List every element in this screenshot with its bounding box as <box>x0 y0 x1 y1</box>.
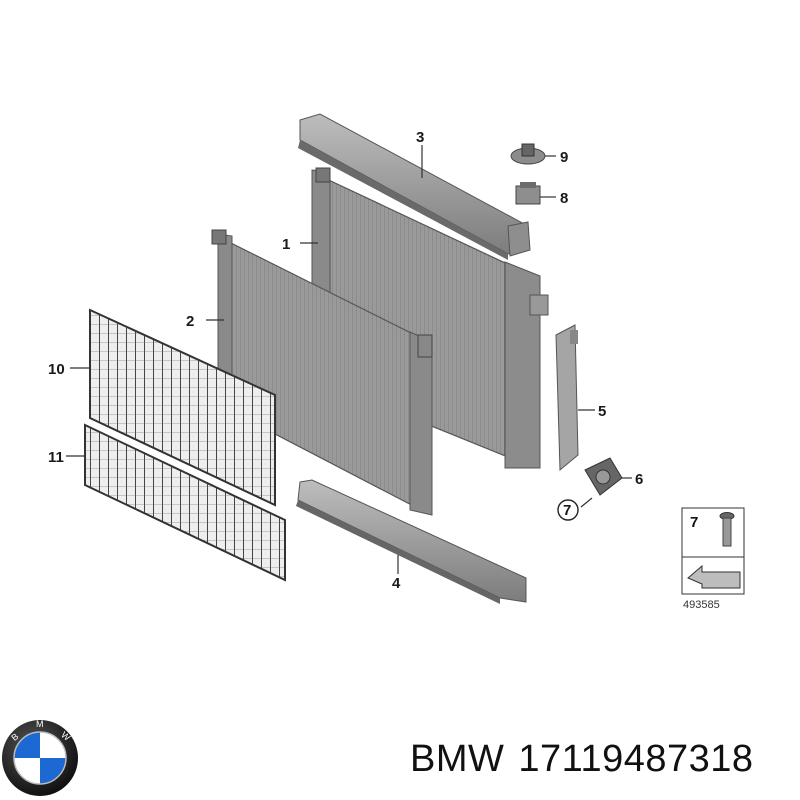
part-number: 17119487318 <box>518 738 754 780</box>
legend-number: 7 <box>690 514 698 531</box>
diagram-code: 493585 <box>683 599 720 611</box>
callout-7-circle <box>557 499 579 521</box>
clip-part <box>515 182 541 205</box>
bolt-icon <box>719 512 735 547</box>
callout-8: 8 <box>560 190 568 207</box>
upper-grille-part <box>89 308 276 507</box>
bmw-roundel-logo: B M W <box>2 719 78 796</box>
callout-5: 5 <box>598 403 606 420</box>
callout-6: 6 <box>635 471 643 488</box>
lower-air-duct-part <box>296 479 527 604</box>
brand-name: BMW <box>410 738 505 780</box>
callout-7: 7 <box>563 502 571 519</box>
callout-9: 9 <box>560 149 568 166</box>
side-bracket-part <box>555 324 579 472</box>
callout-11: 11 <box>48 449 64 466</box>
svg-text:M: M <box>36 719 44 729</box>
leader-lines <box>66 145 632 574</box>
upper-air-duct-part <box>298 113 531 260</box>
callout-3: 3 <box>416 129 424 146</box>
callout-4: 4 <box>392 575 401 592</box>
mount-part <box>584 457 623 496</box>
rubber-mount-part <box>510 143 546 165</box>
condenser-part <box>211 229 433 516</box>
svg-text:B: B <box>9 731 20 743</box>
callout-2: 2 <box>186 313 194 330</box>
lower-grille-part <box>84 423 286 582</box>
legend-box: 7 493585 <box>681 507 745 611</box>
callout-10: 10 <box>48 361 65 378</box>
direction-arrow-icon <box>687 564 741 589</box>
part-caption: BMW 17119487318 <box>410 738 790 788</box>
callout-1: 1 <box>282 236 290 253</box>
